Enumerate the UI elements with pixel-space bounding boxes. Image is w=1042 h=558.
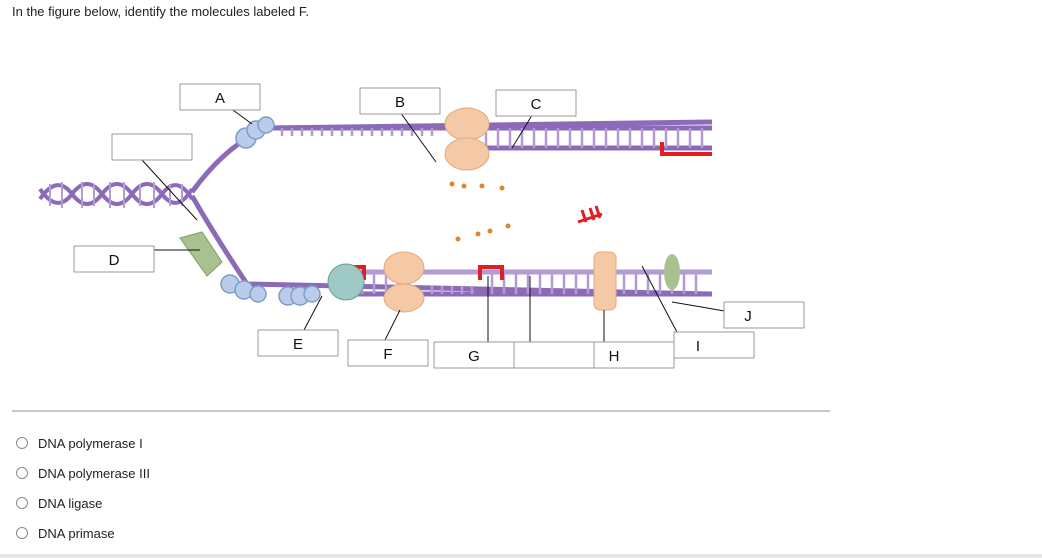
label-g: G [468, 348, 480, 365]
label-box-a[interactable] [179, 83, 261, 111]
leading-strand [189, 119, 713, 194]
option-dna-ligase[interactable]: DNA ligase [16, 488, 150, 518]
radio-button[interactable] [16, 467, 28, 479]
radio-button[interactable] [16, 437, 28, 449]
dna-ligase [593, 251, 617, 311]
blank-label-box-top[interactable] [111, 133, 193, 161]
label-i: I [696, 338, 700, 355]
label-e: E [293, 336, 303, 353]
label-a: A [215, 90, 225, 107]
radio-button[interactable] [16, 527, 28, 539]
blank-label-box-bottom[interactable] [513, 341, 595, 369]
replication-fork-figure: A B C D E F G H I J [12, 24, 830, 412]
label-f: F [383, 346, 392, 363]
label-j: J [744, 308, 752, 325]
replication-diagram: A B C D E F G H I J [38, 83, 805, 369]
label-d: D [109, 252, 120, 269]
ssb-proteins-lower [220, 274, 321, 306]
label-texts: A B C D E F G H I J [109, 90, 752, 365]
option-label: DNA primase [38, 525, 115, 541]
label-box-c[interactable] [495, 89, 577, 117]
label-box-b[interactable] [359, 87, 441, 115]
label-box-e[interactable] [257, 329, 339, 357]
label-box-j[interactable] [723, 301, 805, 329]
label-c: C [531, 96, 542, 113]
option-label: DNA polymerase I [38, 435, 143, 451]
free-nucleotides [449, 181, 511, 242]
helicase [179, 231, 223, 277]
answer-options: DNA polymerase I DNA polymerase III DNA … [16, 428, 150, 548]
label-boxes [73, 83, 805, 369]
leading-primer [660, 142, 712, 156]
label-box-f[interactable] [347, 339, 429, 367]
option-dna-polymerase-1[interactable]: DNA polymerase I [16, 428, 150, 458]
sliding-clamp [327, 263, 365, 301]
radio-button[interactable] [16, 497, 28, 509]
option-label: DNA ligase [38, 495, 103, 511]
label-b: B [395, 94, 405, 111]
parental-double-helix [38, 182, 194, 208]
option-dna-polymerase-3[interactable]: DNA polymerase III [16, 458, 150, 488]
question-text: In the figure below, identify the molecu… [12, 4, 310, 19]
option-dna-primase[interactable]: DNA primase [16, 518, 150, 548]
bottom-divider [0, 554, 1042, 558]
label-box-i[interactable] [673, 331, 755, 359]
dna-pol-lagging [383, 251, 425, 313]
label-box-d[interactable] [73, 245, 155, 273]
lagging-strand [189, 194, 713, 297]
label-box-h[interactable] [593, 341, 675, 369]
label-h: H [609, 348, 620, 365]
ssb-proteins-upper [235, 116, 275, 149]
pointer-lines [141, 101, 755, 344]
option-label: DNA polymerase III [38, 465, 150, 481]
dna-pol-leading [444, 107, 490, 171]
green-protein [664, 254, 680, 290]
